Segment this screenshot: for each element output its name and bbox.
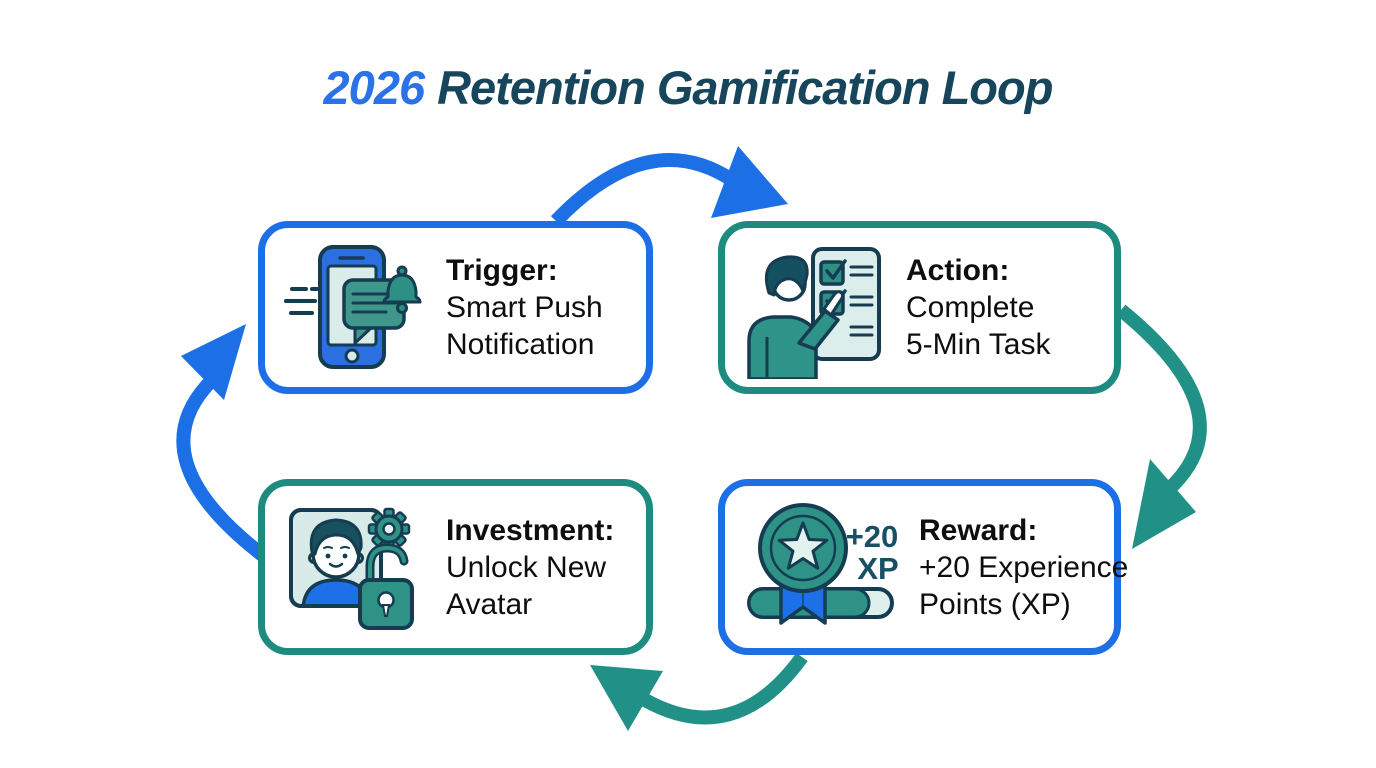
investment-line-2: Avatar bbox=[446, 587, 533, 621]
xp-badge-unit: XP bbox=[857, 551, 898, 586]
action-heading: Action: bbox=[906, 254, 1010, 287]
arrow-investment-to-trigger-icon bbox=[176, 324, 270, 563]
avatar-unlock-icon bbox=[289, 507, 414, 630]
arrow-action-to-reward-icon bbox=[1116, 304, 1207, 549]
action-line-1: Complete bbox=[906, 291, 1035, 324]
title-text: Retention Gamification Loop bbox=[437, 61, 1053, 114]
reward-step-card: +20 XP Reward: +20 Experience Points (XP… bbox=[718, 479, 1128, 655]
trigger-line-2: Notification bbox=[446, 328, 595, 361]
reward-line-1: +20 Experience bbox=[919, 550, 1129, 584]
investment-heading: Investment: bbox=[446, 513, 615, 547]
action-step-card: Action: Complete 5-Min Task bbox=[718, 221, 1121, 394]
gear-icon bbox=[367, 507, 411, 551]
phone-push-notification-icon bbox=[284, 244, 422, 369]
investment-step-card: Investment: Unlock New Avatar bbox=[258, 479, 653, 655]
arrow-reward-to-investment-icon bbox=[590, 652, 808, 731]
action-line-2: 5-Min Task bbox=[906, 328, 1051, 361]
investment-line-1: Unlock New bbox=[446, 550, 607, 584]
medal-xp-icon: +20 XP bbox=[747, 503, 899, 625]
reward-line-2: Points (XP) bbox=[919, 587, 1071, 621]
person-checklist-icon bbox=[747, 246, 881, 379]
arrow-trigger-to-action-icon bbox=[550, 146, 788, 226]
trigger-heading: Trigger: bbox=[446, 254, 558, 287]
trigger-step-card: Trigger: Smart Push Notification bbox=[258, 221, 653, 394]
xp-badge-amount: +20 bbox=[846, 519, 899, 554]
title-year: 2026 bbox=[323, 61, 426, 114]
reward-heading: Reward: bbox=[919, 513, 1038, 547]
trigger-line-1: Smart Push bbox=[446, 291, 603, 324]
open-padlock-icon bbox=[358, 543, 414, 630]
